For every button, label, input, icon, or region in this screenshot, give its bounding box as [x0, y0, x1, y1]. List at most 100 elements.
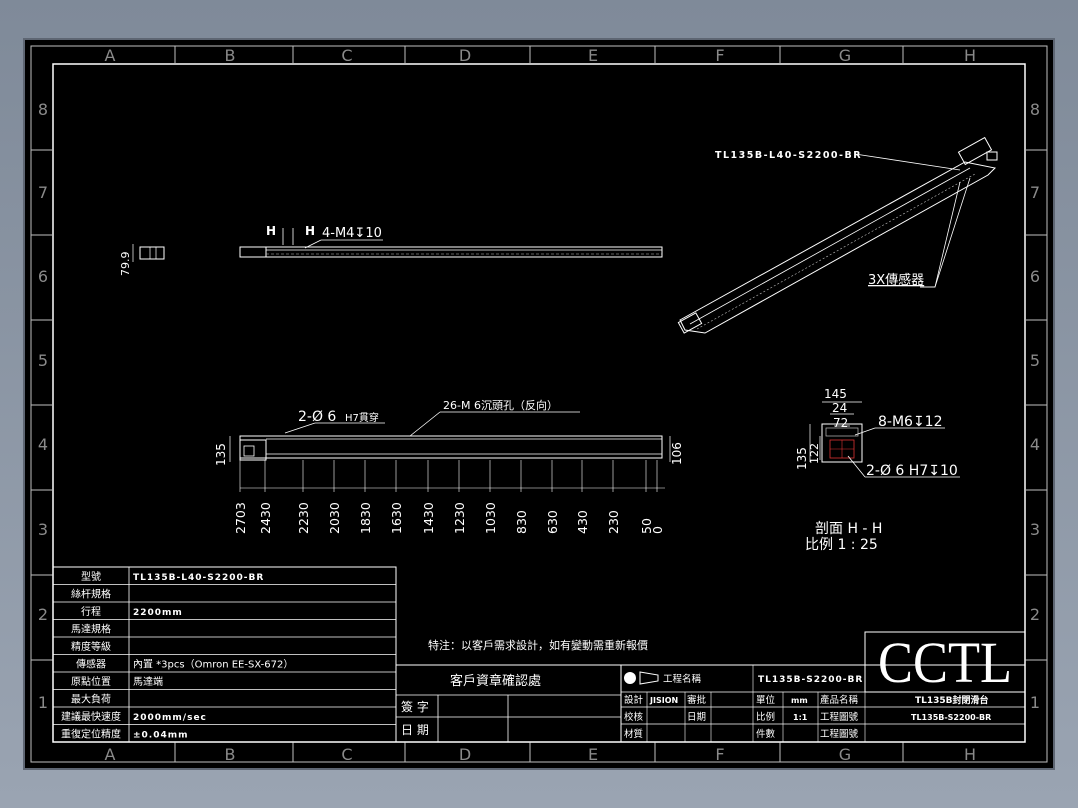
spec-label: 精度等級	[71, 640, 111, 653]
dim-135: 135	[795, 447, 809, 470]
sensor-label: 3X傳感器	[868, 272, 924, 288]
spec-value: 2200mm	[133, 608, 183, 618]
design-value: JISION	[649, 696, 678, 705]
iso-view: TL135B-L40-S2200-BR 3X傳感器	[677, 136, 998, 334]
svg-text:1: 1	[1030, 693, 1040, 712]
svg-text:B: B	[225, 46, 236, 65]
svg-text:6: 6	[1030, 267, 1040, 286]
tb-scale-label: 比例	[756, 711, 775, 723]
svg-text:H: H	[964, 46, 976, 65]
name-value: TL135B封閉滑台	[915, 694, 989, 706]
svg-text:C: C	[341, 46, 352, 65]
project-no: TL135B-S2200-BR	[758, 675, 863, 685]
projection-label: 工程名稱	[663, 673, 702, 685]
dim-24: 24	[832, 401, 847, 415]
svg-text:D: D	[459, 46, 471, 65]
check-label: 校核	[624, 711, 644, 723]
svg-text:3: 3	[1030, 520, 1040, 539]
position-dim: 0	[650, 526, 665, 534]
svg-text:7: 7	[1030, 183, 1040, 202]
svg-text:4: 4	[1030, 435, 1040, 454]
svg-text:1: 1	[38, 693, 48, 712]
pin-hole-suffix: H7貫穿	[345, 411, 379, 424]
spec-label: 行程	[81, 605, 101, 618]
approve-label: 審批	[687, 694, 707, 706]
dim-72: 72	[833, 416, 848, 430]
dim-145: 145	[824, 387, 847, 401]
svg-text:F: F	[715, 745, 724, 764]
custom-note: 特注：以客戶需求設計，如有變動需重新報價	[428, 638, 648, 652]
section-mark-h-2: H	[305, 224, 315, 238]
dim-122: 122	[808, 443, 821, 464]
cad-drawing: A B C D E F G H A B C D E F G H 8 7 6 5 …	[30, 45, 1048, 764]
tb-date-label: 日期	[687, 712, 706, 723]
position-dim: 1430	[421, 502, 436, 534]
spec-label: 型號	[81, 570, 101, 583]
section-pin-label: 2-Ø 6 H7↧10	[866, 463, 958, 479]
section-mark-h: H	[266, 224, 276, 238]
spec-value: ±0.04mm	[133, 731, 189, 741]
position-dim: 1630	[389, 502, 404, 534]
tb-scale-value: 1:1	[793, 713, 808, 722]
spec-label: 絲杆規格	[71, 588, 111, 601]
spec-value: 2000mm/sec	[133, 713, 207, 723]
customer-confirm-block: 客戶資章確認處 簽 字 日 期	[395, 664, 622, 743]
spec-label: 原點位置	[71, 675, 111, 688]
front-right-dim: 106	[670, 442, 684, 465]
position-dim: 50	[639, 518, 654, 534]
position-dim: 630	[545, 510, 560, 534]
svg-text:H: H	[964, 745, 976, 764]
confirm-title: 客戶資章確認處	[450, 673, 541, 689]
svg-text:F: F	[715, 46, 724, 65]
position-dim: 830	[514, 510, 529, 534]
top-tap-label: 4-M4↧10	[322, 226, 382, 241]
svg-text:E: E	[588, 46, 598, 65]
svg-text:8: 8	[38, 100, 48, 119]
spec-label: 傳感器	[76, 658, 106, 671]
section-title: 剖面 H - H	[815, 521, 882, 537]
svg-text:C: C	[341, 745, 352, 764]
design-label: 設計	[624, 694, 644, 706]
drawing-sheet: A B C D E F G H A B C D E F G H 8 7 6 5 …	[25, 40, 1053, 768]
svg-text:3: 3	[38, 520, 48, 539]
svg-text:A: A	[105, 745, 116, 764]
spec-value: 內置 *3pcs（Omron EE-SX-672）	[133, 659, 293, 671]
date-label: 日 期	[401, 723, 429, 737]
position-dim: 2430	[258, 502, 273, 534]
svg-text:5: 5	[1030, 351, 1040, 370]
qty-label: 件數	[756, 728, 776, 740]
top-height-dim: 79.9	[119, 252, 132, 277]
spec-label: 馬達規格	[71, 623, 111, 636]
spec-value: TL135B-L40-S2200-BR	[133, 573, 264, 583]
section-view: 145 24 72 135 122 8-M6↧12 2-Ø 6 H7↧10 剖面…	[795, 387, 960, 553]
zone-labels: A B C D E F G H A B C D E F G H 8 7 6 5 …	[38, 46, 1040, 764]
iso-leader-1	[854, 153, 961, 171]
svg-text:5: 5	[38, 351, 48, 370]
title-block: CCTL 工程名稱 TL135B-S2200-BR 設計 JISION 審批 單…	[620, 630, 1026, 743]
section-tap-label: 8-M6↧12	[878, 414, 943, 430]
svg-text:A: A	[105, 46, 116, 65]
drawing-label: 工程圖號	[820, 711, 859, 723]
outer-border	[30, 45, 1048, 763]
svg-text:B: B	[225, 745, 236, 764]
spec-value: 馬達端	[133, 675, 163, 688]
sign-label: 簽 字	[401, 699, 429, 714]
cb-hole-label: 26-M 6沉頭孔（反向）	[443, 398, 558, 412]
iso-part-label: TL135B-L40-S2200-BR	[715, 150, 862, 161]
svg-text:2: 2	[1030, 605, 1040, 624]
section-scale: 比例 1 : 25	[805, 537, 878, 553]
front-height-dim: 135	[214, 443, 228, 466]
svg-text:6: 6	[38, 267, 48, 286]
spec-label: 建議最快速度	[61, 710, 121, 723]
svg-text:G: G	[839, 745, 851, 764]
position-dim: 230	[606, 510, 621, 534]
svg-text:8: 8	[1030, 100, 1040, 119]
unit-label: 單位	[756, 694, 776, 706]
position-dim: 1230	[452, 502, 467, 534]
projection-circle-icon	[624, 672, 636, 684]
svg-text:D: D	[459, 745, 471, 764]
svg-text:2: 2	[38, 605, 48, 624]
projection-cone-icon	[639, 671, 659, 685]
